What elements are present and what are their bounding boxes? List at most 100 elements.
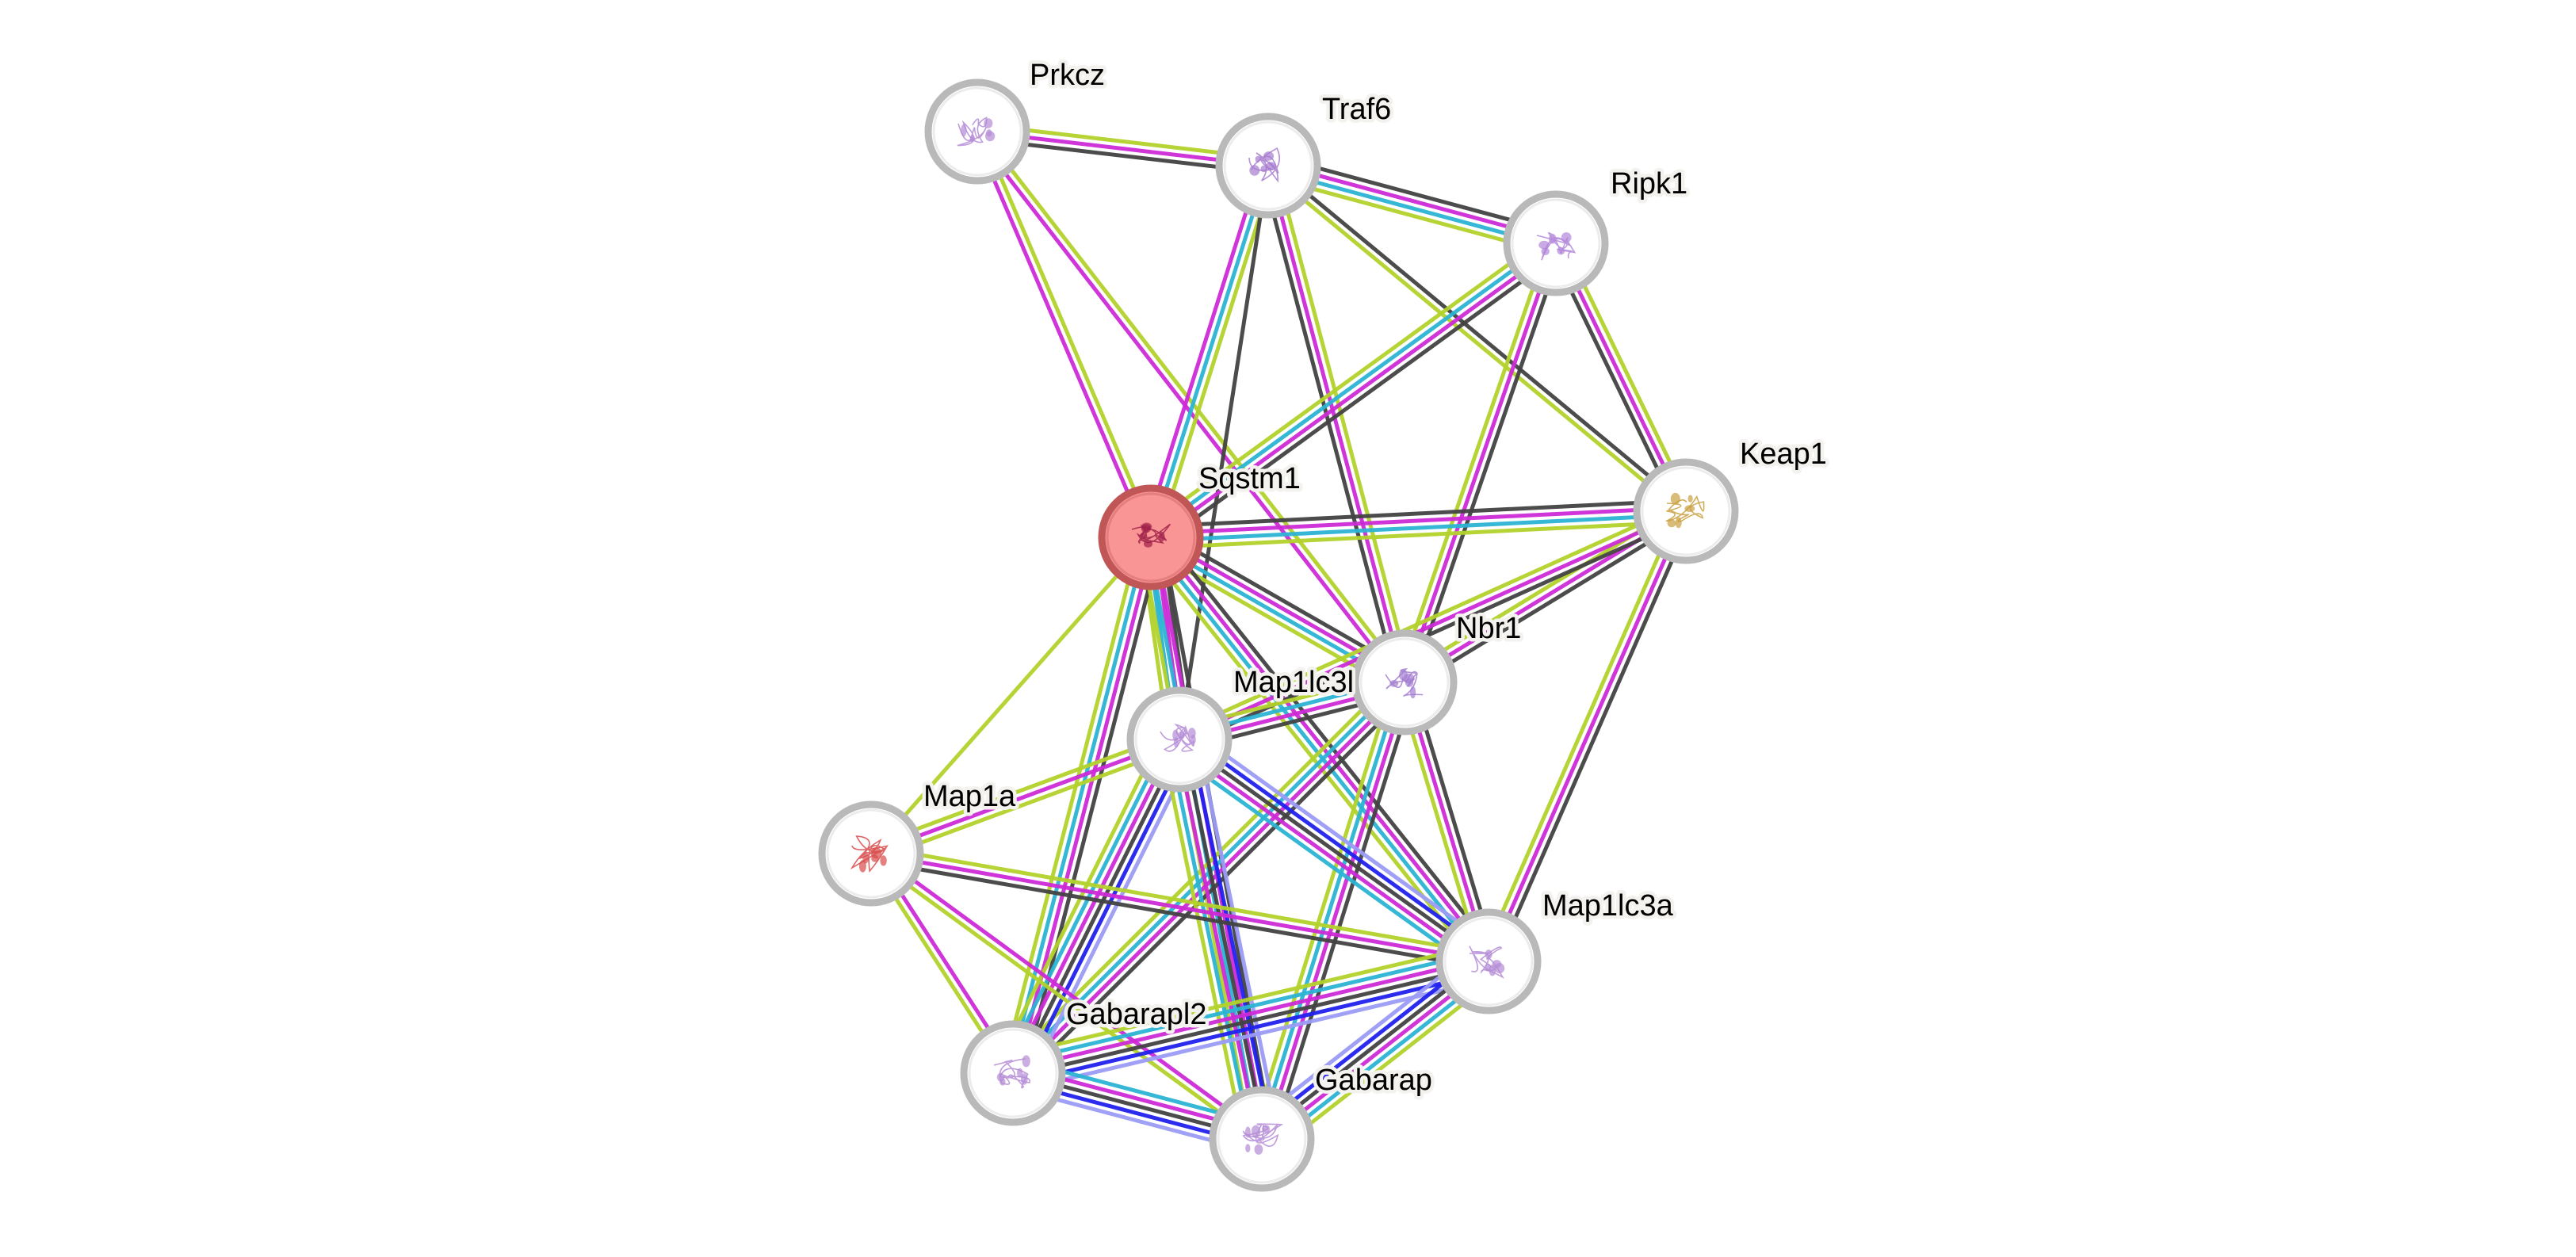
node-map1lc3b[interactable]: [1126, 686, 1233, 793]
protein-structure-icon: [957, 117, 996, 147]
edge-channel-coexpression: [869, 858, 1488, 971]
edge-channel-textmining: [1008, 942, 1485, 1058]
edge-channel-databases: [1256, 680, 1404, 1139]
edge-channel-textmining: [1264, 166, 1685, 516]
node-label-map1lc3b: Map1lc3l: [1233, 666, 1354, 699]
edge-channel-neighborhood: [1020, 743, 1191, 1079]
node-label-traf6: Traf6: [1322, 93, 1391, 126]
edge-traf6-nbr1[interactable]: [1259, 163, 1414, 685]
edge-channel-coexpression: [1269, 161, 1690, 510]
edge-sqstm1-gabarapl2[interactable]: [1000, 534, 1164, 1076]
node-inner-ring: [1443, 916, 1534, 1007]
edge-ripk1-nbr1[interactable]: [1396, 240, 1565, 686]
edge-channel-coexpression: [1409, 245, 1565, 686]
edge-channel-experiments: [1152, 244, 1560, 542]
edge-nbr1-gabarap[interactable]: [1249, 678, 1417, 1143]
edge-channel-coexpression: [1407, 515, 1691, 690]
edge-channel-experiments: [1014, 537, 1156, 1075]
edge-channel-textmining: [1480, 507, 1682, 960]
node-circle[interactable]: [960, 1020, 1066, 1126]
edge-channel-textmining: [1143, 233, 1551, 531]
protein-structure-icon: [1665, 492, 1705, 529]
edge-traf6-sqstm1[interactable]: [1142, 162, 1277, 541]
node-ripk1[interactable]: [1503, 190, 1609, 296]
edge-channel-experiments: [1402, 243, 1558, 683]
node-label-ripk1: Ripk1: [1611, 167, 1687, 201]
edge-channel-coexpression: [1180, 738, 1267, 1139]
edge-map1lc3b-gabarap[interactable]: [1160, 735, 1282, 1144]
edge-traf6-map1lc3b[interactable]: [1177, 165, 1271, 740]
edge-sqstm1-keap1[interactable]: [1150, 499, 1687, 550]
edge-channel-coexpression: [1156, 250, 1564, 548]
edge-channel-databases: [1151, 512, 1687, 543]
edge-channel-databases: [1001, 733, 1172, 1070]
node-map1lc3a[interactable]: [1435, 908, 1542, 1014]
edge-channel-experiments: [1142, 162, 1263, 537]
node-label-nbr1: Nbr1: [1456, 612, 1521, 645]
node-label-prkcz: Prkcz: [1030, 59, 1105, 92]
edge-channel-textmining: [869, 536, 1152, 855]
edge-channel-coexpression: [1259, 166, 1400, 685]
edge-channel-textmining: [1000, 534, 1143, 1072]
edge-channel-databases: [1148, 165, 1271, 538]
edge-map1lc3b-map1lc3a[interactable]: [1170, 726, 1498, 975]
edge-ripk1-sqstm1[interactable]: [1143, 233, 1564, 548]
node-keap1[interactable]: [1633, 458, 1739, 564]
edge-channel-experiments: [870, 851, 1489, 964]
edge-channel-experiments: [1263, 682, 1410, 1141]
node-circle[interactable]: [1351, 629, 1458, 735]
node-inner-ring: [1223, 120, 1313, 211]
edge-channel-experiments: [1007, 736, 1179, 1073]
node-gabarap[interactable]: [1209, 1086, 1315, 1192]
edge-channel-experiments: [1174, 739, 1261, 1140]
edge-channel-coexpression: [1492, 513, 1695, 965]
node-prkcz[interactable]: [924, 78, 1030, 185]
node-label-map1lc3a: Map1lc3a: [1542, 889, 1674, 923]
node-inner-ring: [932, 86, 1022, 177]
edge-channel-databases: [1146, 538, 1488, 965]
edge-channel-neighborhood: [1015, 969, 1492, 1086]
node-gabarapl2[interactable]: [960, 1020, 1066, 1126]
edge-channel-textmining: [1273, 163, 1414, 682]
node-label-map1a: Map1a: [923, 780, 1016, 813]
edge-channel-databases: [1007, 536, 1150, 1073]
edge-channel-databases: [1170, 749, 1481, 975]
node-traf6[interactable]: [1215, 113, 1321, 219]
edge-channel-experiments: [872, 849, 1266, 1138]
edge-channel-homology: [1194, 735, 1282, 1136]
edge-channel-textmining: [1249, 678, 1397, 1137]
node-label-gabarap: Gabarap: [1315, 1064, 1432, 1097]
edge-channel-textmining: [1160, 743, 1247, 1144]
node-inner-ring: [826, 808, 916, 899]
edge-channel-coexpression: [1270, 685, 1417, 1143]
edge-channel-experiments: [870, 737, 1180, 856]
edge-map1lc3b-map1a[interactable]: [868, 731, 1183, 862]
edge-map1a-map1lc3a[interactable]: [869, 844, 1490, 971]
protein-structure-icon: [1385, 668, 1424, 699]
node-inner-ring: [1106, 492, 1196, 583]
edge-channel-textmining: [1396, 240, 1551, 681]
edge-prkcz-sqstm1[interactable]: [972, 129, 1156, 540]
node-sqstm1[interactable]: [1098, 484, 1204, 590]
edge-keap1-map1lc3a[interactable]: [1480, 507, 1695, 965]
edge-channel-coexpression: [1177, 165, 1271, 740]
edge-channel-homology: [1026, 746, 1198, 1083]
node-map1a[interactable]: [818, 800, 924, 907]
edge-map1a-gabarap[interactable]: [867, 849, 1266, 1144]
edge-channel-textmining: [1175, 502, 1684, 735]
edge-channel-databases: [1167, 741, 1254, 1142]
protein-structure-icon: [1248, 147, 1280, 183]
edge-channel-homology: [1187, 726, 1498, 952]
edge-channel-databases: [1147, 239, 1555, 537]
node-inner-ring: [1511, 198, 1601, 288]
edge-traf6-keap1[interactable]: [1264, 161, 1690, 516]
node-label-sqstm1: Sqstm1: [1198, 462, 1301, 495]
edge-sqstm1-map1a[interactable]: [869, 536, 1152, 855]
edge-channel-coexpression: [1178, 737, 1490, 964]
edge-channel-coexpression: [1014, 739, 1185, 1076]
node-nbr1[interactable]: [1351, 629, 1458, 735]
node-inner-ring: [1359, 637, 1450, 728]
node-inner-ring: [1217, 1094, 1307, 1184]
labels-layer: PrkczTraf6Ripk1Keap1Sqstm1Nbr1Map1lc3lMa…: [920, 55, 1831, 1101]
edge-channel-textmining: [868, 731, 1178, 849]
